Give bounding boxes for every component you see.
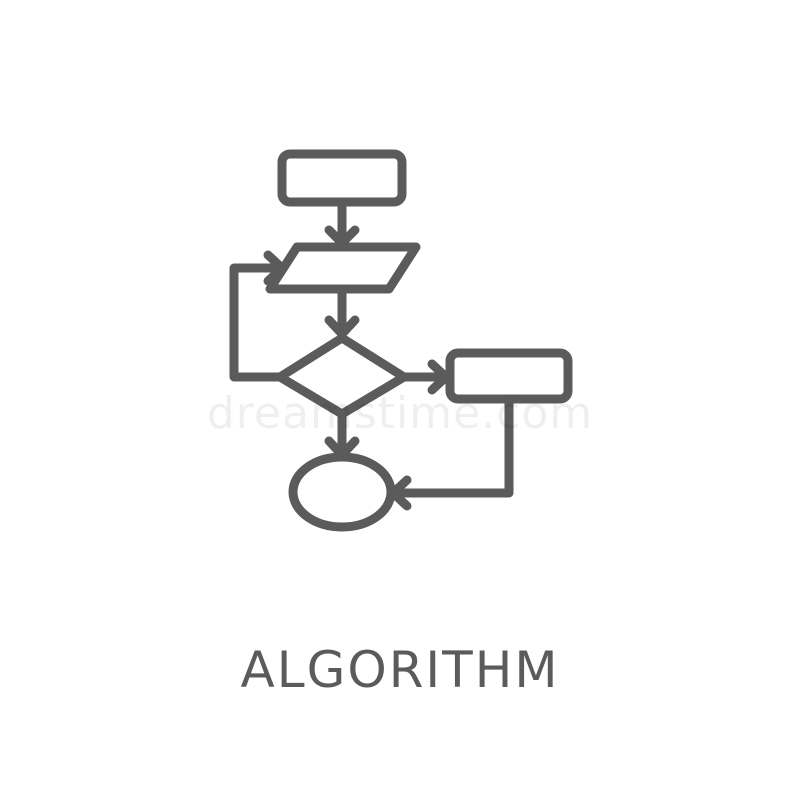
icon-caption: ALGORITHM <box>240 641 560 699</box>
input-parallelogram <box>265 242 421 294</box>
decision-diamond <box>275 333 409 419</box>
process-to-end-connector <box>388 394 514 498</box>
arrowhead-loop <box>263 250 287 286</box>
start-rectangle <box>277 149 407 207</box>
arrowhead-return <box>388 475 412 511</box>
process-rectangle <box>445 348 573 404</box>
loop-connector <box>229 263 287 382</box>
end-ellipse <box>288 452 396 532</box>
